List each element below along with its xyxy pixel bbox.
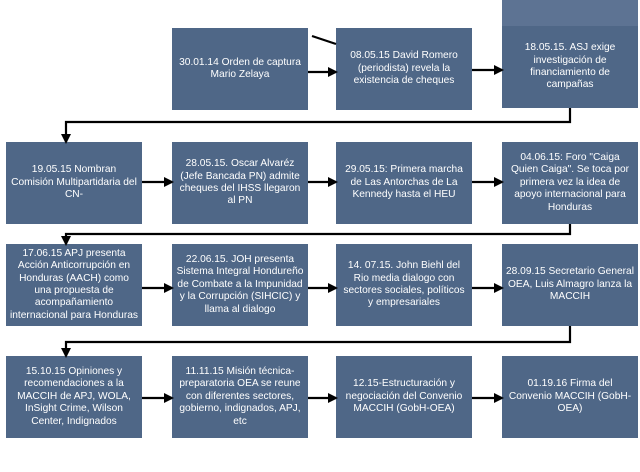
timeline-box-29-05-15: 29.05.15: Primera marcha de Las Antorcha…: [336, 142, 472, 224]
timeline-box-18-05-15: 18.05.15. ASJ exige investigación de fin…: [502, 26, 638, 108]
timeline-box-28-05-15: 28.05.15. Oscar Alvaréz (Jefe Bancada PN…: [172, 142, 308, 224]
arrow-wrap-3: [61, 326, 572, 358]
timeline-box-14-07-15: 14. 07.15. John Biehl del Rio media dial…: [336, 244, 472, 326]
stray-line: [311, 34, 337, 46]
timeline-box-28-09-15: 28.09.15 Secretario General OEA, Luis Al…: [502, 244, 638, 326]
timeline-box-08-05-15: 08.05.15 David Romero (periodista) revel…: [336, 28, 472, 110]
timeline-box-11-11-15: 11.11.15 Misión técnica-preparatoria OEA…: [172, 356, 308, 438]
arrow-wrap-1: [61, 108, 572, 144]
timeline-box-12-15: 12.15-Estructuración y negociación del C…: [336, 356, 472, 438]
arrow-wrap-2: [61, 224, 572, 246]
timeline-box-01-19-16: 01.19.16 Firma del Convenio MACCIH (GobH…: [502, 356, 638, 438]
timeline-box-15-10-15: 15.10.15 Opiniones y recomendaciones a l…: [6, 356, 142, 438]
timeline-box-04-06-15: 04.06.15: Foro "Caiga Quien Caiga". Se t…: [502, 142, 638, 224]
timeline-box-19-05-15: 19.05.15 Nombran Comisión Multipartidari…: [6, 142, 142, 224]
timeline-box-17-06-15: 17.06.15 APJ presenta Acción Anticorrupc…: [6, 244, 142, 326]
timeline-box-22-06-15: 22.06.15. JOH presenta Sistema Integral …: [172, 244, 308, 326]
timeline-box-top-tail: [502, 0, 638, 26]
timeline-box-30-01-14: 30.01.14 Orden de captura Mario Zelaya: [172, 28, 308, 110]
